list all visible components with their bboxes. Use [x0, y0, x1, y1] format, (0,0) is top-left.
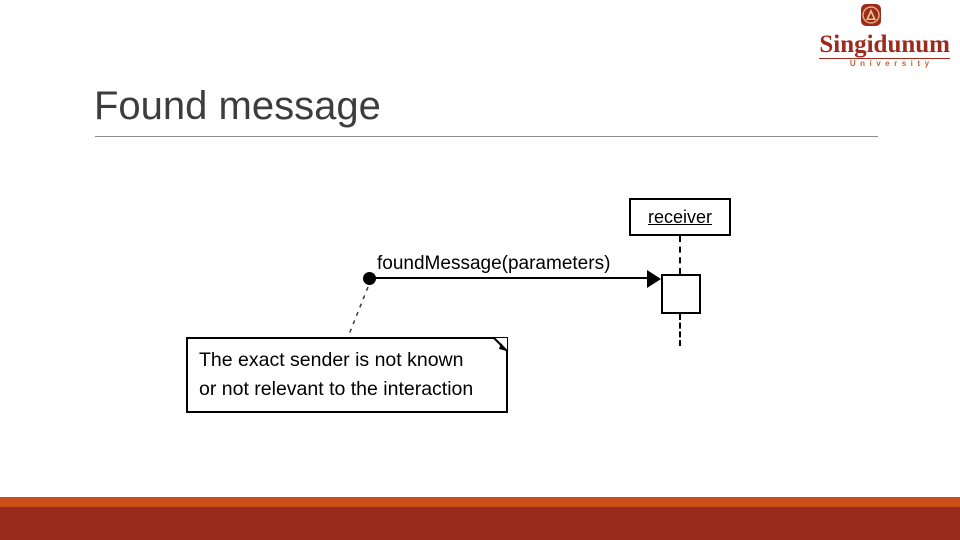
lifeline-head-label: receiver [647, 206, 713, 227]
activation-box [661, 274, 701, 314]
message-label: foundMessage(parameters) [377, 253, 611, 274]
university-logo: Singidunum University [819, 3, 950, 68]
note-connector-dashed-line [347, 286, 369, 338]
uml-note: The exact sender is not known or not rel… [186, 337, 508, 413]
singidunum-crest-icon [860, 3, 882, 31]
message-line [374, 277, 650, 279]
logo-subtitle: University [849, 59, 934, 68]
logo-name: Singidunum [819, 31, 950, 59]
message-arrowhead-icon [647, 270, 661, 288]
lifeline-dashed-segment-lower [679, 314, 681, 346]
note-text-line-1: The exact sender is not known [199, 349, 464, 371]
slide-title: Found message [94, 84, 381, 128]
title-underline-rule [95, 136, 878, 137]
footer-accent-stripe [0, 497, 960, 507]
footer-band [0, 507, 960, 540]
lifeline-head-box: receiver [629, 198, 731, 236]
found-message-origin-circle [363, 272, 376, 285]
lifeline-dashed-segment-upper [679, 236, 681, 274]
note-text-line-2: or not relevant to the interaction [199, 378, 474, 400]
